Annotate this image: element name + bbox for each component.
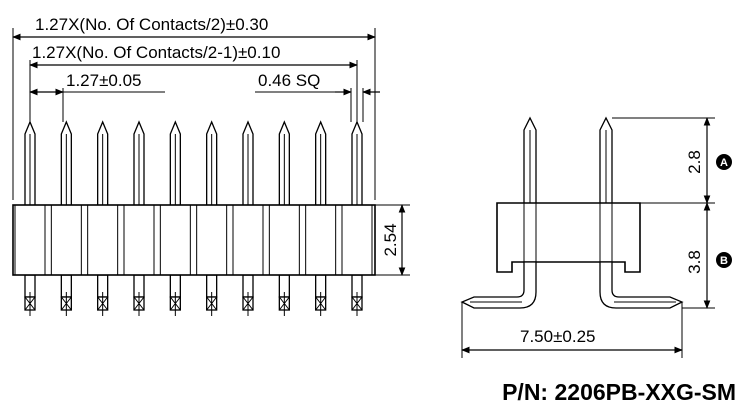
body-divisions — [14, 205, 373, 275]
marker-b-badge — [716, 252, 732, 268]
dim-pin-size-label: 0.46 SQ — [258, 71, 320, 90]
marker-b-label: B — [720, 255, 728, 267]
side-pin-left-leg — [460, 261, 537, 309]
pin — [242, 120, 254, 316]
connector-body — [12, 204, 376, 276]
side-body — [496, 202, 641, 273]
pin-row — [24, 120, 363, 316]
side-pin-right-leg — [599, 261, 684, 309]
dim-width-label: 7.50±0.25 — [520, 327, 596, 346]
pin-foot-mark — [24, 292, 36, 316]
pin-foot-mark — [206, 292, 218, 316]
marker-a-badge — [716, 154, 732, 170]
pin-foot-mark — [315, 292, 327, 316]
dim-lower-height-label: 3.8 — [685, 250, 704, 274]
pin — [24, 120, 36, 316]
pin-foot-mark — [169, 292, 181, 316]
pin-foot-mark — [60, 292, 72, 316]
part-number: P/N: 2206PB-XXG-SM — [502, 379, 736, 405]
dim-body-height-label: 2.54 — [381, 223, 400, 256]
pin — [133, 120, 145, 316]
dim-pitch-label: 1.27±0.05 — [66, 71, 142, 90]
marker-a-label: A — [720, 157, 728, 169]
pin — [351, 120, 363, 316]
dim-overall-label: 1.27X(No. Of Contacts/2)±0.30 — [35, 15, 268, 34]
dim-pin-span-label: 1.27X(No. Of Contacts/2-1)±0.10 — [32, 43, 280, 62]
pin — [315, 120, 327, 316]
pin — [206, 120, 218, 316]
dim-upper-pin-label: 2.8 — [685, 150, 704, 174]
pin-foot-mark — [351, 292, 363, 316]
side-view: 2.8 3.8 A B 7.50±0.25 — [460, 116, 732, 358]
pin — [278, 120, 290, 316]
pin-foot-mark — [133, 292, 145, 316]
pin-foot-mark — [97, 292, 109, 316]
pin-foot-mark — [278, 292, 290, 316]
front-view: 1.27X(No. Of Contacts/2)±0.30 1.27X(No. … — [12, 15, 410, 316]
pin-foot-mark — [242, 292, 254, 316]
pin — [169, 120, 181, 316]
